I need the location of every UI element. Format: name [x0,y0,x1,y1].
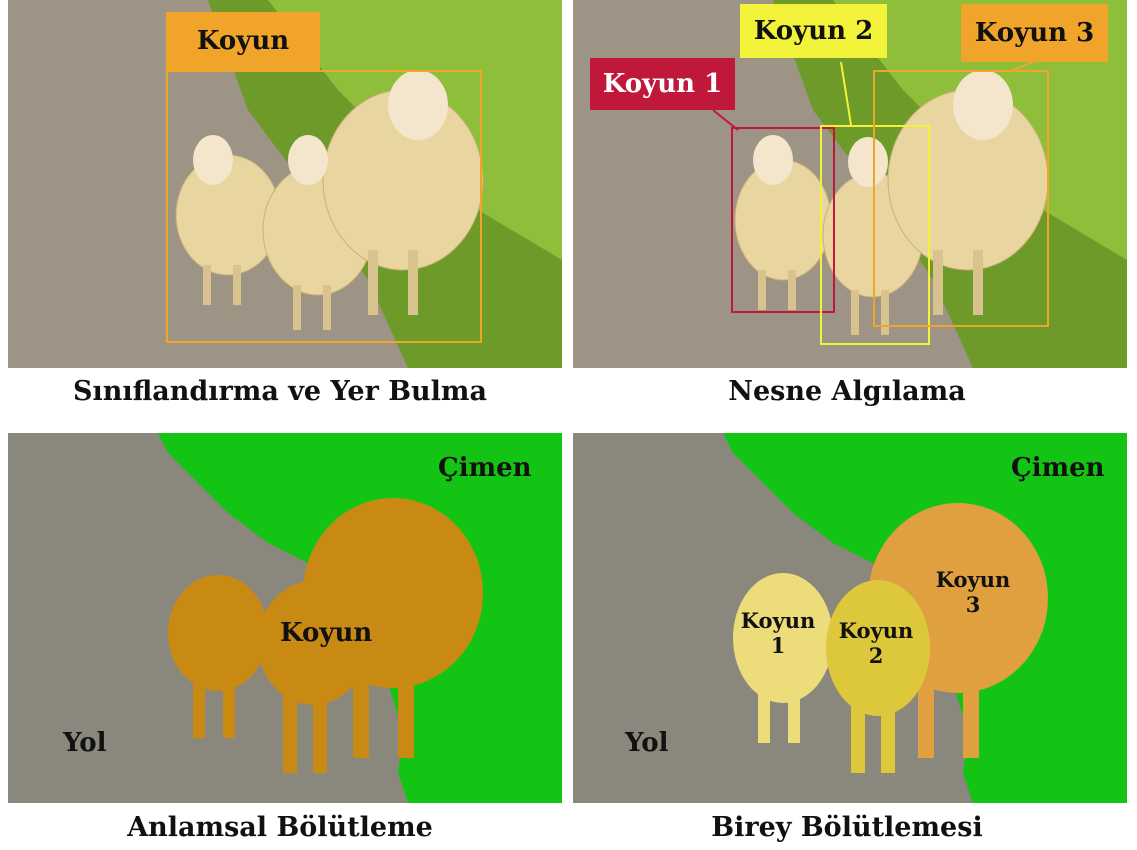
instance-label-grass: Çimen [1011,453,1105,483]
instance-caption: Birey Bölütlemesi [567,812,1127,843]
instance-label-sheep-3-number: 3 [928,592,1018,617]
semantic-segmentation-panel: Çimen Koyun Yol [8,433,562,803]
classification-caption: Sınıflandırma ve Yer Bulma [0,376,560,407]
instance-segmentation-panel: Çimen Yol Koyun 1 Koyun 2 Koyun 3 [573,433,1127,803]
instance-label-sheep-3: Koyun 3 [928,567,1018,617]
detection-label-sheep-1: Koyun 1 [590,58,735,110]
semantic-caption: Anlamsal Bölütleme [0,812,560,843]
instance-label-sheep-2-number: 2 [831,643,921,668]
semantic-label-sheep: Koyun [280,618,372,648]
instance-label-sheep-1: Koyun 1 [733,608,823,658]
instance-label-sheep-1-number: 1 [733,633,823,658]
instance-label-sheep-3-word: Koyun [928,567,1018,592]
classification-bounding-box [166,70,482,343]
instance-label-sheep-2-word: Koyun [831,618,921,643]
instance-label-sheep-1-word: Koyun [733,608,823,633]
semantic-label-road: Yol [63,728,107,758]
detection-caption: Nesne Algılama [567,376,1127,407]
semantic-label-grass: Çimen [438,453,532,483]
detection-label-sheep-2: Koyun 2 [740,4,887,58]
detection-photo-panel: Koyun 1 Koyun 2 Koyun 3 [573,0,1127,368]
detection-label-sheep-3: Koyun 3 [961,4,1108,62]
classification-box-label: Koyun [166,12,320,70]
instance-label-sheep-2: Koyun 2 [831,618,921,668]
classification-photo-panel: Koyun [8,0,562,368]
detection-box-sheep-3 [873,70,1049,327]
instance-label-road: Yol [625,728,669,758]
